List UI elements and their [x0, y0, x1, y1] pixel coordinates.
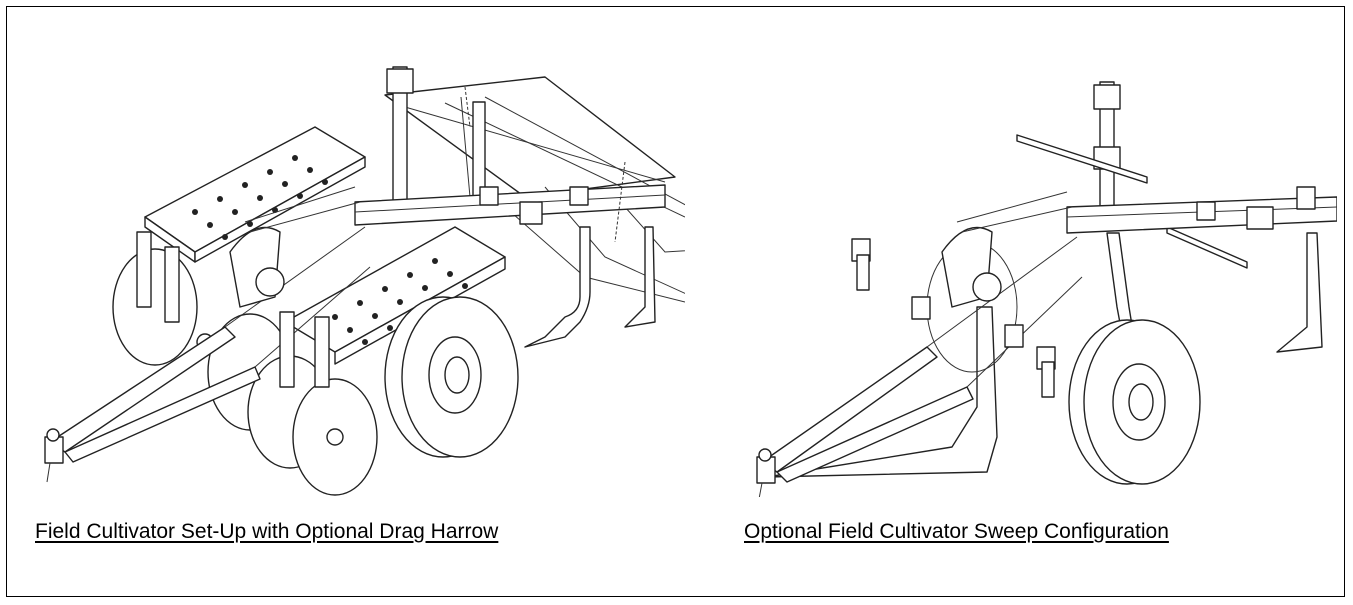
figure-caption-sweep-configuration: Optional Field Cultivator Sweep Configur…: [744, 520, 1169, 543]
figure-frame: Field Cultivator Set-Up with Optional Dr…: [6, 6, 1345, 597]
drag-harrow: [384, 76, 685, 303]
field-cultivator-sweep-drawing-icon: [737, 7, 1337, 497]
field-cultivator-drag-harrow-drawing-icon: [25, 7, 685, 497]
figure-caption-drag-harrow: Field Cultivator Set-Up with Optional Dr…: [35, 520, 499, 543]
